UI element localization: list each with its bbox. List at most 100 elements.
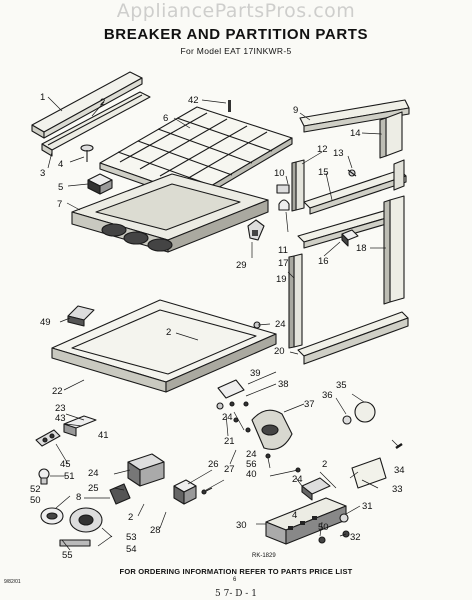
- callout-1: 1: [40, 92, 45, 103]
- callout-41: 41: [98, 430, 109, 441]
- callout-19: 19: [276, 274, 287, 285]
- callout-55: 55: [62, 550, 73, 561]
- callout-24-mid: 24: [222, 412, 233, 423]
- callout-24-right: 24: [292, 474, 303, 485]
- cover-plate-33: [351, 457, 387, 489]
- heater-assembly-25: [109, 453, 165, 505]
- callout-22: 22: [52, 386, 63, 397]
- callout-45: 45: [60, 459, 71, 470]
- control-housing-41: [35, 415, 97, 447]
- callout-15: 15: [318, 167, 329, 178]
- small-clip-10: [276, 184, 290, 211]
- side-strip-19: [288, 253, 303, 349]
- callout-50-left: 50: [30, 495, 41, 506]
- callout-11: 11: [278, 245, 288, 256]
- knob-35: [342, 401, 376, 425]
- page-number: 6: [233, 577, 237, 583]
- figure-code: RK-1829: [252, 553, 276, 559]
- pin-34: [395, 442, 403, 450]
- partition-shelf: [51, 299, 277, 393]
- partition-rail-top: [299, 99, 410, 133]
- callout-24-shelf: 24: [275, 319, 286, 330]
- bracket-16: [341, 229, 359, 247]
- callout-56: 56: [246, 459, 257, 470]
- callout-14: 14: [350, 128, 361, 139]
- breaker-assembly: [71, 173, 269, 253]
- callout-4-bottom: 4: [292, 510, 297, 521]
- callout-2-top: 2: [100, 97, 105, 108]
- callout-17: 17: [278, 258, 289, 269]
- callout-27: 27: [224, 464, 235, 475]
- callout-29: 29: [236, 260, 247, 271]
- callout-2-right: 2: [322, 459, 327, 470]
- callout-51: 51: [64, 471, 75, 482]
- small-screw: [80, 144, 94, 162]
- callout-23: 23: [55, 403, 66, 414]
- callout-35: 35: [336, 380, 347, 391]
- callout-18: 18: [356, 243, 367, 254]
- callout-3: 3: [40, 168, 45, 179]
- callout-labels: 1 2 3 4 5 6 7 42 9 14 10 12 13 15 11 17 …: [30, 92, 405, 561]
- partition-rail-15: [303, 159, 407, 215]
- callout-53: 53: [126, 532, 137, 543]
- callout-21: 21: [224, 436, 235, 447]
- partition-rail-20: [297, 311, 409, 365]
- breaker-trim-strips: [31, 71, 151, 157]
- damper-control-37: [251, 409, 293, 450]
- handwritten-note: 5 7- D - 1: [215, 589, 257, 599]
- spacer-block: [87, 173, 113, 195]
- callout-7: 7: [57, 199, 62, 210]
- side-strip-12: [291, 159, 305, 212]
- callout-26: 26: [208, 459, 219, 470]
- ordering-footer: FOR ORDERING INFORMATION REFER TO PARTS …: [119, 567, 353, 576]
- callout-38: 38: [278, 379, 289, 390]
- callout-4-top: 4: [58, 159, 63, 170]
- callout-20: 20: [274, 346, 285, 357]
- callout-2-bottom-left: 2: [128, 512, 133, 523]
- control-panel-30: [265, 497, 347, 545]
- partition-post-18: [383, 195, 405, 305]
- callout-49: 49: [40, 317, 51, 328]
- callout-54: 54: [126, 544, 137, 555]
- callout-28: 28: [150, 525, 161, 536]
- screw-27: [201, 487, 213, 495]
- callout-36: 36: [322, 390, 333, 401]
- callout-2-shelf: 2: [166, 327, 171, 338]
- knob-51: [38, 468, 50, 485]
- corner-code: 9/82/01: [4, 579, 21, 585]
- leader-lines: [47, 96, 399, 551]
- callout-50: 50: [318, 522, 329, 533]
- callout-13: 13: [333, 148, 344, 159]
- callout-9: 9: [293, 105, 298, 116]
- callout-31: 31: [362, 501, 373, 512]
- callout-43: 43: [55, 413, 66, 424]
- bracket-49: [67, 305, 95, 327]
- callout-12: 12: [317, 144, 328, 155]
- callout-24-mid2: 24: [246, 449, 257, 460]
- page-title: BREAKER AND PARTITION PARTS: [103, 26, 369, 43]
- callout-32: 32: [350, 532, 361, 543]
- damper-door-39: [216, 379, 245, 410]
- callout-8: 8: [76, 492, 81, 503]
- callout-39: 39: [250, 368, 261, 379]
- callout-33: 33: [392, 484, 403, 495]
- callout-16: 16: [318, 256, 329, 267]
- bracket-24-bottom: [301, 477, 331, 501]
- callout-25: 25: [88, 483, 99, 494]
- callout-52: 52: [30, 484, 41, 495]
- callout-40: 40: [246, 469, 257, 480]
- callout-34: 34: [394, 465, 405, 476]
- model-subtitle: For Model EAT 17INKWR-5: [180, 46, 292, 56]
- callout-5: 5: [58, 182, 63, 193]
- callout-42: 42: [188, 95, 199, 106]
- callout-37: 37: [304, 399, 315, 410]
- partition-post-14: [379, 111, 403, 159]
- callout-6: 6: [163, 113, 168, 124]
- callout-10: 10: [274, 168, 285, 179]
- fan-motor-52: [40, 507, 103, 547]
- screw-13: [347, 169, 357, 177]
- hinge-29: [247, 219, 265, 241]
- callout-30: 30: [236, 520, 247, 531]
